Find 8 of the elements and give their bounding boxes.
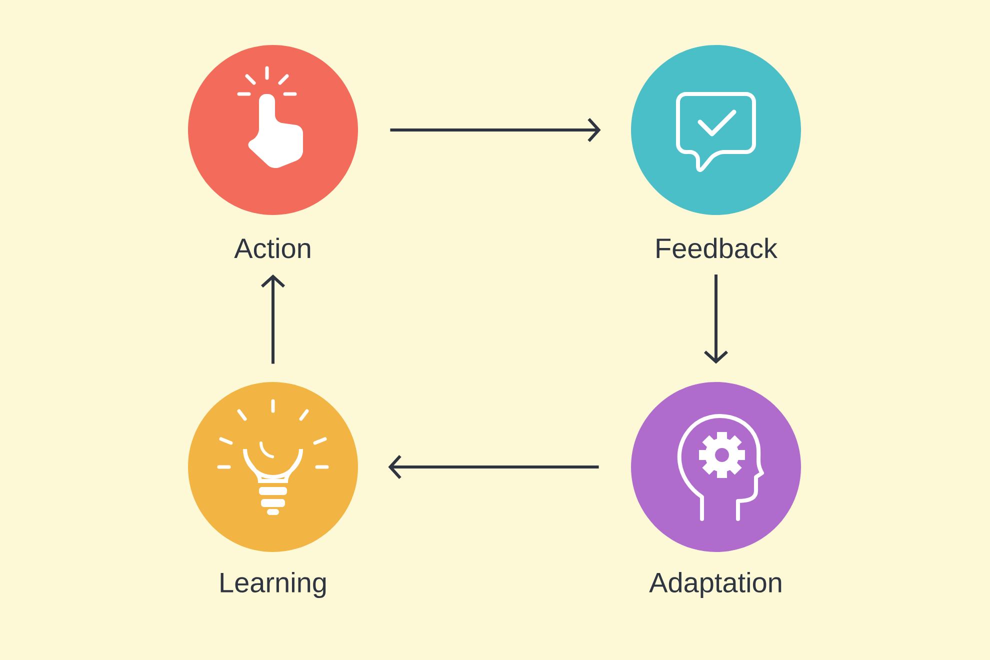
arrow bbox=[390, 118, 601, 142]
arrow bbox=[704, 274, 728, 364]
arrow bbox=[388, 454, 599, 479]
node-label: Action bbox=[234, 238, 310, 258]
node-label: Learning bbox=[220, 572, 326, 598]
node-label: Feedback bbox=[656, 238, 778, 258]
arrow bbox=[261, 274, 286, 364]
node-label: Adaptation bbox=[649, 572, 782, 598]
